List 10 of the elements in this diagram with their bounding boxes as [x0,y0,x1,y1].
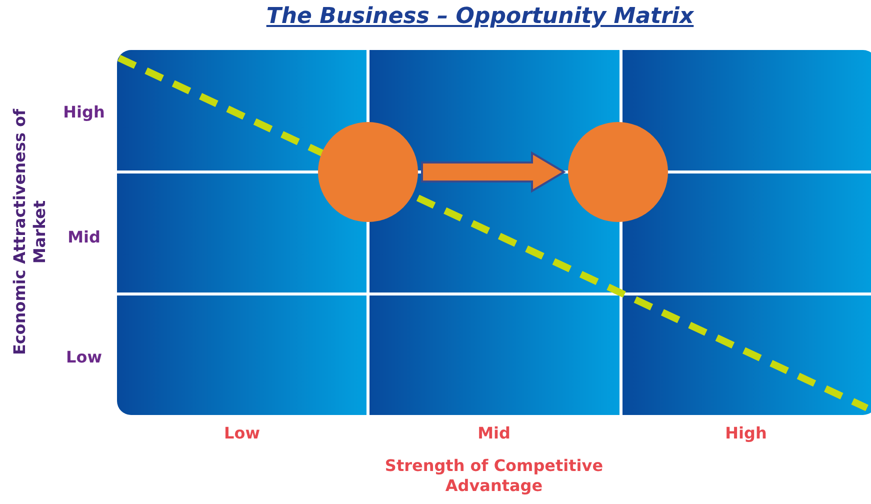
axis-tick-label: Mid [68,228,100,246]
block-arrow [421,151,566,193]
axis-tick-label: Low [66,348,102,366]
title: The Business – Opportunity Matrix [265,4,695,29]
axis-tick-label: Low [224,424,260,442]
axis-tick-label: High [63,102,105,122]
axis-tick-label: Mid [478,424,510,442]
axis-title: Economic Attractiveness of Market [10,108,50,358]
axis-title: Strength of Competitive Advantage [384,456,604,496]
axis-tick-label: High [725,424,767,442]
